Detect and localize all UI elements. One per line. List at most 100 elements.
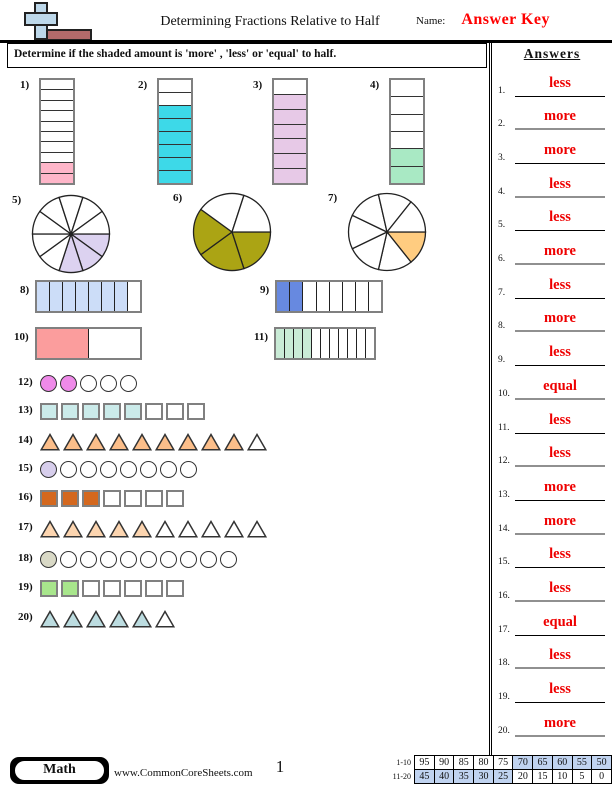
bar-cell (293, 329, 303, 358)
triangle-shape (86, 433, 106, 451)
bar-cell (159, 118, 192, 131)
answer-value: less (549, 445, 571, 462)
answer-item-1: 1. less (498, 67, 608, 97)
commoncoresheets-plus-logo-icon (24, 2, 104, 42)
square-shape (61, 580, 79, 597)
score-cell: 65 (532, 755, 553, 770)
pie-slice (193, 208, 234, 256)
answer-number: 14. (498, 523, 510, 534)
triangle-shape (224, 520, 244, 538)
bar-cell (159, 157, 192, 170)
answer-item-10: 10.equal (498, 370, 608, 400)
bar-cell (37, 282, 50, 311)
answer-number: 4. (498, 186, 506, 197)
triangle-shape (178, 520, 198, 538)
answer-blank-line: equal (515, 610, 605, 636)
answer-item-6: 6. more (498, 235, 608, 265)
triangle-shape (63, 520, 83, 538)
score-cell: 70 (512, 755, 534, 770)
bar-cell (320, 329, 329, 358)
answer-value: less (549, 209, 571, 226)
problem-10: 10) (14, 327, 142, 360)
bar-cell (347, 329, 356, 358)
bar-cell (274, 108, 307, 124)
answer-item-12: 12.less (498, 437, 608, 468)
fraction-bar-vertical (39, 78, 76, 185)
bar-cell (338, 329, 347, 358)
bar-cell (159, 170, 192, 183)
circle-shape (140, 461, 157, 478)
triangle-shape (40, 520, 60, 538)
answer-blank-line: less (515, 71, 605, 97)
problem-number: 20) (18, 611, 33, 623)
shape-row (40, 433, 267, 451)
problem-5: 5) (12, 193, 111, 275)
bar-cell (114, 282, 128, 311)
shape-row (40, 610, 175, 628)
bar-cell (289, 282, 303, 311)
answer-blank-line: less (515, 340, 605, 367)
answer-number: 7. (498, 287, 506, 298)
score-row-label: 11-20 (392, 772, 412, 781)
answer-number: 10. (498, 388, 510, 399)
answer-value: more (544, 512, 576, 529)
score-cell: 90 (433, 755, 455, 770)
bar-cell (36, 329, 88, 358)
bar-cell (41, 162, 74, 173)
circle-shape (100, 375, 117, 392)
answer-value: more (544, 141, 576, 158)
answer-number: 19. (498, 692, 510, 703)
bar-cell (41, 172, 74, 184)
bar-cell (354, 282, 368, 311)
bar-cell (274, 168, 307, 184)
circle-shape (200, 551, 217, 568)
name-label: Name: (416, 15, 446, 27)
answer-number: 6. (498, 254, 506, 264)
problem-number: 17) (18, 521, 33, 533)
pie-slice (200, 192, 245, 234)
pie-figure (348, 192, 427, 272)
problem-4: 4) (370, 78, 426, 185)
answer-number: 8. (498, 321, 506, 332)
answer-number: 1. (498, 85, 506, 96)
square-shape (103, 580, 121, 597)
square-shape (166, 403, 184, 420)
answer-number: 20. (498, 725, 510, 736)
square-shape (61, 490, 79, 507)
square-shape (124, 403, 142, 420)
square-shape (145, 403, 163, 420)
answer-blank-line: less (515, 273, 605, 299)
answer-number: 11. (498, 422, 510, 433)
triangle-shape (109, 520, 129, 538)
circle-shape (120, 461, 137, 478)
fraction-bar-vertical (389, 78, 426, 185)
fraction-bar-horizontal (274, 327, 377, 360)
triangle-shape (109, 433, 129, 451)
problem-number: 4) (370, 79, 380, 91)
answer-value: less (549, 276, 571, 293)
pie-slice (231, 194, 272, 233)
problem-16: 16) (18, 490, 184, 507)
answer-blank-line: less (515, 677, 605, 704)
shape-row (40, 461, 197, 478)
page-number: 1 (275, 757, 285, 776)
problem-number: 9) (260, 284, 270, 296)
answer-number: 17. (498, 624, 510, 635)
triangle-shape (63, 610, 83, 628)
score-cell: 85 (453, 755, 475, 770)
answer-value: less (549, 344, 571, 361)
bar-cell (41, 110, 74, 120)
circle-shape (100, 551, 117, 568)
score-cell: 55 (571, 755, 593, 770)
pie-slice (69, 210, 111, 235)
problem-8: 8) (20, 280, 143, 313)
score-cell: 60 (551, 755, 573, 770)
bar-cell (41, 131, 74, 141)
bar-cell (315, 282, 329, 311)
square-shape (124, 490, 142, 507)
problem-20: 20) (18, 610, 175, 628)
bar-cell (365, 329, 374, 358)
circle-shape (180, 461, 197, 478)
answer-value: more (544, 243, 576, 259)
